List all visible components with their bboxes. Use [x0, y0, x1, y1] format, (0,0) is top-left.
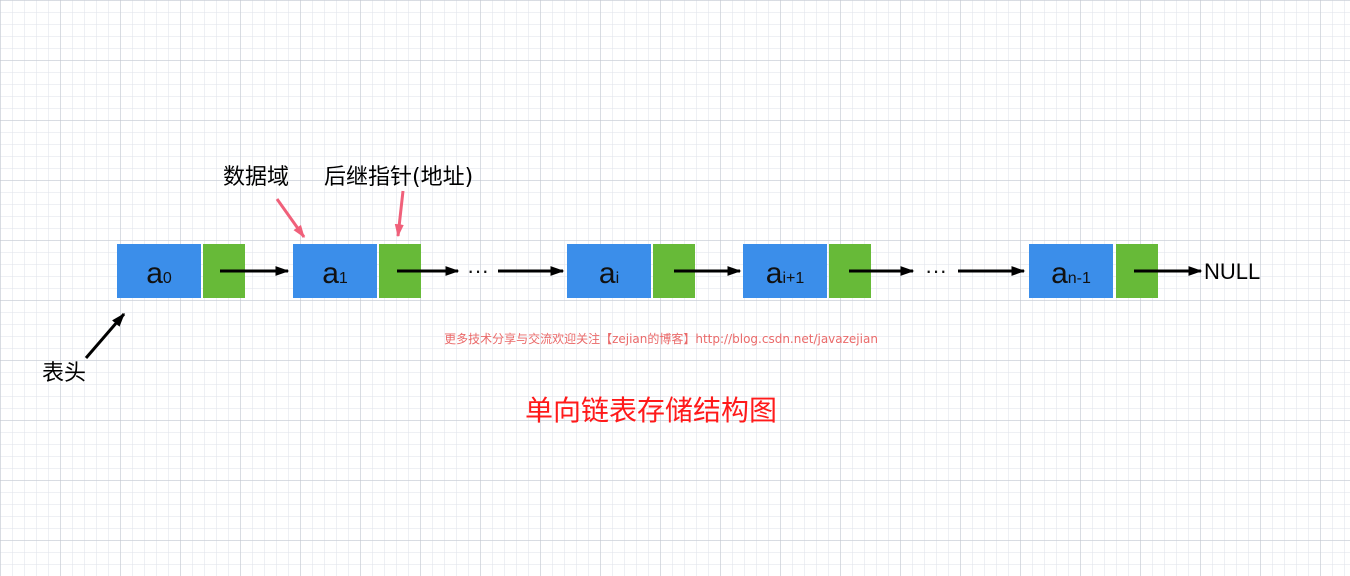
svg-text:ai: ai: [599, 257, 619, 290]
diagram-caption: 单向链表存储结构图: [525, 394, 777, 427]
data-field: [743, 244, 827, 298]
node-value: a: [599, 257, 616, 290]
node-value: a: [322, 257, 339, 290]
next-pointer-callout-arrow: [394, 190, 405, 238]
svg-text:a0: a0: [146, 257, 172, 290]
data-field-callout-arrow: [275, 198, 306, 239]
next-pointer-label: 后继指针(地址): [324, 165, 473, 190]
data-field: [567, 244, 651, 298]
data-field: [117, 244, 201, 298]
data-field: [1029, 244, 1113, 298]
node-subscript: 1: [339, 270, 348, 287]
data-field-label: 数据域: [223, 165, 289, 190]
list-node: ai+1: [743, 244, 871, 298]
node-subscript: i+1: [782, 270, 804, 287]
svg-text:an-1: an-1: [1051, 257, 1091, 290]
data-field: [293, 244, 377, 298]
node-value: a: [766, 257, 783, 290]
node-subscript: n-1: [1068, 270, 1091, 287]
head-pointer-arrow: [84, 312, 126, 359]
svg-text:ai+1: ai+1: [766, 257, 805, 290]
node-value: a: [146, 257, 163, 290]
node-subscript: 0: [163, 270, 172, 287]
head-label: 表头: [42, 361, 86, 386]
node-subscript: i: [616, 270, 620, 287]
node-value: a: [1051, 257, 1068, 290]
svg-text:a1: a1: [322, 257, 348, 290]
null-terminator: NULL: [1204, 259, 1260, 284]
ellipsis: ···: [925, 258, 947, 283]
ellipsis: ···: [467, 258, 489, 283]
watermark-text: 更多技术分享与交流欢迎关注【zejian的博客】http://blog.csdn…: [444, 331, 878, 346]
